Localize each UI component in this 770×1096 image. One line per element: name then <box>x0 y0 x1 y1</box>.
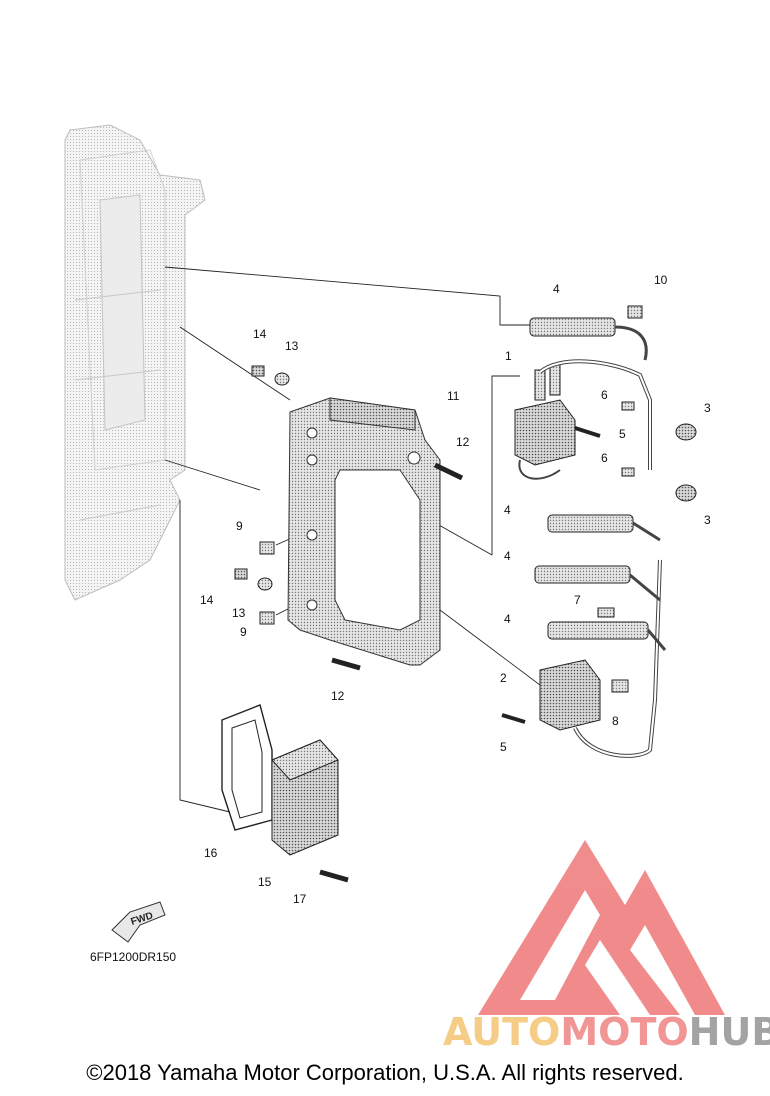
collar-13b <box>257 577 273 591</box>
callout-1: 1 <box>505 349 512 363</box>
callout-12: 12 <box>456 435 470 449</box>
clip-10 <box>627 305 643 319</box>
callout-4: 4 <box>504 612 511 626</box>
callout-7: 7 <box>574 593 581 607</box>
bolt-12b <box>331 657 361 671</box>
callout-3: 3 <box>704 401 711 415</box>
callout-8: 8 <box>612 714 619 728</box>
drawing-code: 6FP1200DR150 <box>90 950 176 964</box>
callout-17: 17 <box>293 892 307 906</box>
collar-13a <box>274 372 290 386</box>
watermark-logo-icon <box>478 840 725 1015</box>
plug-cap-2 <box>547 514 661 542</box>
callout-3: 3 <box>704 513 711 527</box>
callout-9: 9 <box>236 519 243 533</box>
bolt-14b <box>234 568 248 580</box>
bolt-5a <box>574 426 601 438</box>
plug-cap-3 <box>534 565 661 602</box>
plug-cap-4 <box>547 621 667 651</box>
clip-8 <box>611 679 629 693</box>
callout-2: 2 <box>500 671 507 685</box>
bolt-14a <box>251 365 265 377</box>
clip-6b <box>621 467 635 477</box>
clip-7 <box>597 607 615 618</box>
watermark-part3: HUB <box>689 1010 770 1054</box>
callout-4: 4 <box>553 282 560 296</box>
callout-10: 10 <box>654 273 668 287</box>
callout-4: 4 <box>504 549 511 563</box>
grommet-top <box>675 423 697 441</box>
engine-block <box>64 124 206 601</box>
callout-13: 13 <box>232 606 246 620</box>
gasket <box>221 704 273 831</box>
callout-15: 15 <box>258 875 272 889</box>
callout-5: 5 <box>619 427 626 441</box>
ignition-coil-upper <box>514 359 652 480</box>
clip-9b <box>259 611 275 625</box>
clip-6a <box>621 401 635 411</box>
callout-5: 5 <box>500 740 507 754</box>
callout-9: 9 <box>240 625 247 639</box>
copyright-notice: ©2018 Yamaha Motor Corporation, U.S.A. A… <box>86 1060 684 1085</box>
watermark-part2: MOTO <box>560 1010 688 1054</box>
callout-11: 11 <box>447 389 460 403</box>
watermark-part1: AUTO <box>443 1010 560 1054</box>
callout-4: 4 <box>504 503 511 517</box>
clip-9a <box>259 541 275 555</box>
callout-16: 16 <box>204 846 218 860</box>
callout-6: 6 <box>601 451 608 465</box>
plug-cap-top <box>529 317 648 361</box>
callout-14: 14 <box>200 593 214 607</box>
callout-13: 13 <box>285 339 299 353</box>
watermark: AUTOMOTOHUB <box>443 840 770 1054</box>
callout-14: 14 <box>253 327 267 341</box>
cover <box>271 739 339 856</box>
callout-6: 6 <box>601 388 608 402</box>
svg-text:AUTOMOTOHUB: AUTOMOTOHUB <box>443 1010 770 1054</box>
coil-bracket <box>287 397 441 666</box>
grommet-bottom <box>675 484 697 502</box>
fwd-arrow-icon: FWD <box>111 901 166 943</box>
bolt-5b <box>501 713 526 724</box>
bolt-12a <box>433 462 464 481</box>
bolt-17 <box>319 869 349 883</box>
ignition-coil-lower <box>539 559 662 758</box>
callouts: 1 2 3 3 4 4 4 4 5 5 6 6 7 8 9 9 10 11 12… <box>200 273 711 906</box>
callout-12: 12 <box>331 689 345 703</box>
